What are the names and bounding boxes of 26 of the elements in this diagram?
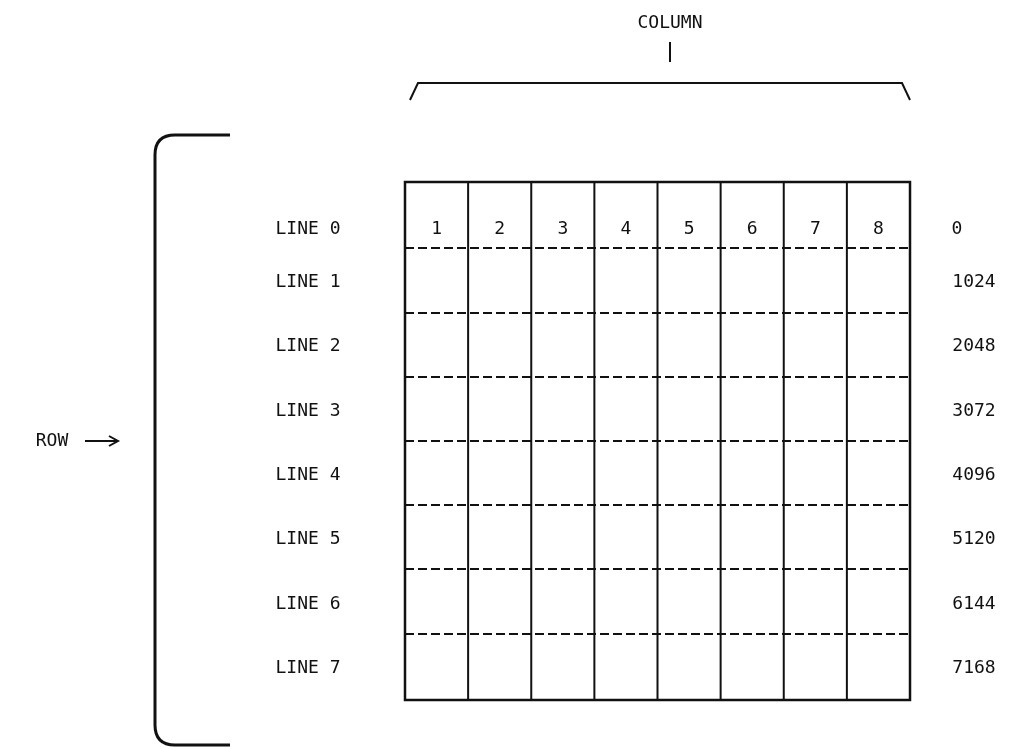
row-label: LINE 1: [275, 272, 341, 290]
row-label: LINE 4: [275, 464, 341, 483]
address-value: 2048: [952, 336, 996, 355]
row-label: LINE 7: [275, 657, 341, 676]
address-value: 1024: [952, 272, 996, 290]
column-number: 1: [431, 219, 442, 237]
address-value: 0: [951, 219, 963, 237]
row-label: LINE 2: [275, 336, 341, 355]
column-number: 8: [873, 219, 884, 237]
address-value: 4096: [952, 464, 996, 483]
row-label: LINE 5: [275, 529, 341, 548]
address-value: 5120: [952, 529, 996, 548]
row-heading: ROW: [35, 431, 69, 449]
row-label: LINE 0: [275, 219, 341, 237]
row-label: LINE 6: [275, 593, 341, 612]
column-number: 3: [557, 219, 569, 237]
column-number: 4: [620, 219, 632, 237]
row-label: LINE 3: [275, 400, 341, 419]
address-value: 3072: [952, 400, 996, 419]
address-value: 6144: [952, 593, 996, 612]
column-number: 2: [494, 219, 506, 237]
address-value: 7168: [952, 657, 996, 676]
column-number: 5: [683, 219, 695, 237]
column-number: 6: [746, 219, 758, 237]
column-number: 7: [809, 219, 821, 237]
column-heading: COLUMN: [637, 13, 703, 31]
